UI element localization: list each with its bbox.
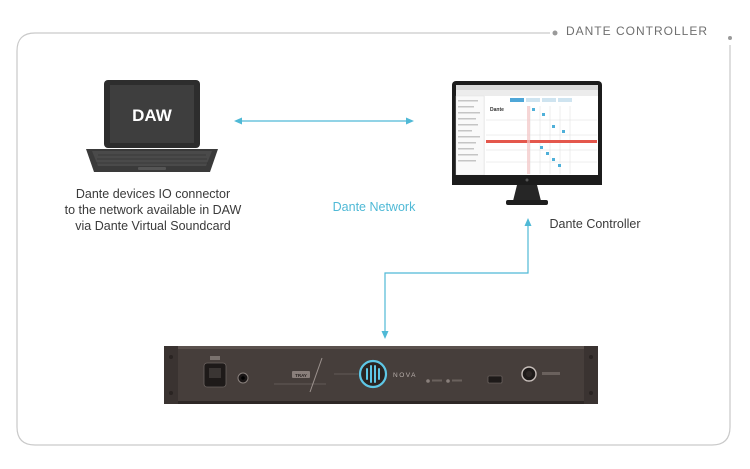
laptop-icon bbox=[86, 80, 218, 172]
laptop-caption: Dante devices IO connector to the networ… bbox=[40, 186, 266, 234]
laptop-caption-line: via Dante Virtual Soundcard bbox=[75, 219, 231, 233]
network-arrow-vertical bbox=[381, 218, 532, 339]
outer-frame bbox=[16, 32, 731, 446]
rack-brand-text: NOVA bbox=[393, 372, 417, 379]
section-title: DANTE CONTROLLER bbox=[559, 24, 710, 38]
frame-end-dot-2 bbox=[728, 36, 732, 40]
laptop-caption-line: to the network available in DAW bbox=[64, 203, 242, 217]
rack-badge-text: TRAY bbox=[295, 373, 307, 378]
rack-device bbox=[164, 346, 598, 404]
network-label: Dante Network bbox=[332, 200, 416, 214]
network-arrow-horizontal bbox=[234, 117, 414, 125]
frame-end-dot bbox=[552, 30, 558, 36]
laptop-caption-line: Dante devices IO connector bbox=[75, 187, 231, 201]
laptop-screen-text: DAW bbox=[132, 106, 173, 125]
monitor-icon bbox=[452, 81, 602, 205]
monitor-app-logo: Dante bbox=[490, 107, 504, 113]
monitor-caption: Dante Controller bbox=[549, 217, 641, 231]
